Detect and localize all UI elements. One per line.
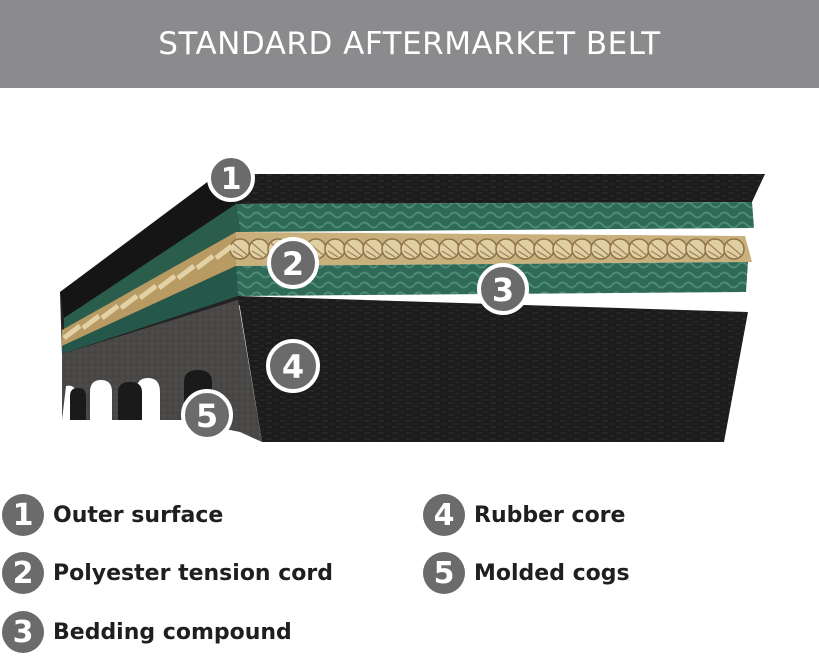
legend-item-bedding-compound: 3 Bedding compound — [2, 611, 292, 653]
cord-strand-side — [195, 254, 215, 270]
cord-strand-side — [62, 324, 82, 340]
legend-label: Bedding compound — [53, 619, 292, 645]
svg-text:2: 2 — [282, 245, 304, 283]
outer-surface-layer — [218, 174, 765, 204]
legend-number-badge: 5 — [423, 552, 465, 594]
legend-label: Outer surface — [53, 502, 224, 528]
legend-number-badge: 2 — [2, 552, 44, 594]
svg-text:5: 5 — [196, 397, 218, 435]
belt-cross-section-diagram: 1 2 3 4 5 — [60, 154, 765, 442]
upper-bedding-layer — [236, 202, 754, 232]
cord-strand-side — [214, 244, 234, 260]
legend-label: Polyester tension cord — [53, 560, 334, 586]
diagram-title: STANDARD AFTERMARKET BELT — [158, 26, 661, 62]
callout-3: 3 — [477, 263, 529, 315]
cord-strand-side — [176, 264, 196, 280]
cord-strand-side — [157, 274, 177, 290]
legend-number-badge: 4 — [423, 494, 465, 536]
legend-item-polyester-tension-cord: 2 Polyester tension cord — [2, 552, 333, 594]
legend-item-rubber-core: 4 Rubber core — [423, 494, 625, 536]
callout-5: 5 — [181, 389, 233, 441]
rubber-core-layer — [238, 296, 748, 442]
title-bar: STANDARD AFTERMARKET BELT — [0, 0, 819, 88]
legend-label: Rubber core — [474, 502, 626, 528]
legend-number-badge: 1 — [2, 494, 44, 536]
callout-4: 4 — [266, 339, 320, 393]
svg-text:3: 3 — [492, 271, 514, 309]
cord-strand-side — [138, 284, 158, 300]
callout-2: 2 — [267, 237, 319, 289]
legend-item-outer-surface: 1 Outer surface — [2, 494, 223, 536]
svg-text:1: 1 — [221, 162, 242, 197]
cord-strand-side — [100, 304, 120, 320]
cord-strand-side — [81, 314, 101, 330]
cord-strand-side — [119, 294, 139, 310]
callout-1: 1 — [207, 154, 255, 202]
legend-number-badge: 3 — [2, 611, 44, 653]
svg-text:4: 4 — [282, 348, 304, 386]
legend-label: Molded cogs — [474, 560, 630, 586]
legend-item-molded-cogs: 5 Molded cogs — [423, 552, 630, 594]
